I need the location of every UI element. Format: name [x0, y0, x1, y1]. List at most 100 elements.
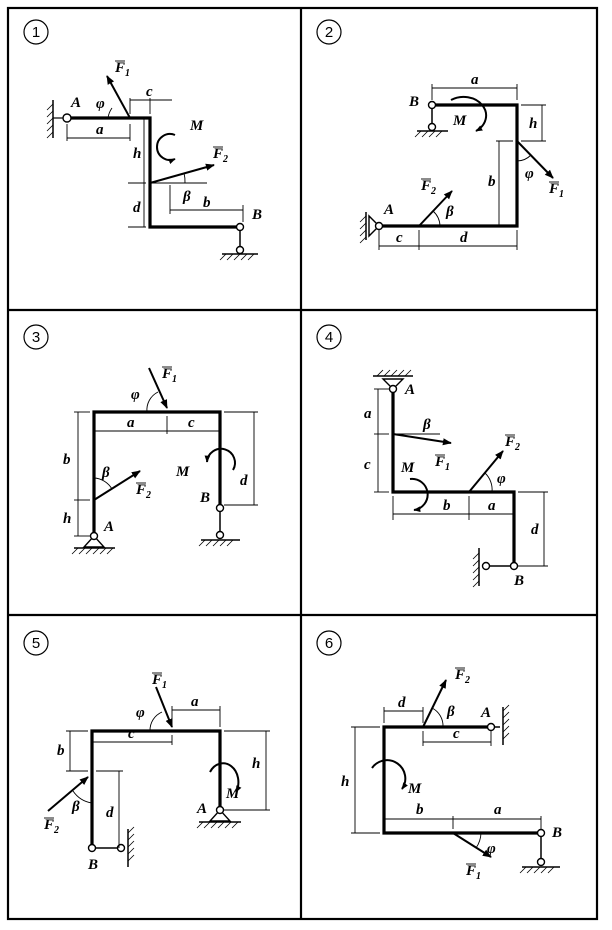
dim-b: b: [203, 195, 211, 211]
dim-d: d: [106, 805, 114, 821]
force-f1-arrow: [516, 140, 554, 179]
dim-a: a: [471, 72, 479, 88]
dim-a2: a: [488, 498, 496, 514]
force-f1-arrow: [106, 75, 131, 119]
force-f2-arrow: [422, 679, 447, 728]
pin-support-b-icon: [87, 826, 135, 867]
panel-3: 3 A B: [23, 324, 258, 555]
label-b: B: [199, 490, 210, 506]
dim-b: b: [416, 802, 424, 818]
label-f2: F2: [43, 817, 59, 836]
dim-d: d: [460, 230, 468, 246]
frame-beam: [391, 389, 516, 566]
label-f1: F1: [465, 863, 481, 882]
angle-phi: φ: [96, 96, 105, 112]
label-a: A: [196, 801, 207, 817]
pin-support-b-icon: [414, 100, 448, 138]
pin-support-b-icon: [472, 548, 519, 588]
pin-support-a-icon: [71, 531, 115, 555]
moment-m-arrow: [156, 133, 176, 164]
angle-phi: φ: [136, 705, 145, 721]
label-b: B: [551, 825, 562, 841]
label-a: A: [404, 382, 415, 398]
label-f1: F1: [434, 454, 450, 473]
label-m: M: [400, 460, 415, 476]
pin-a-icon: [62, 113, 72, 123]
panel-number-5: 5: [32, 635, 40, 652]
label-m: M: [175, 464, 190, 480]
dim-c: c: [128, 726, 135, 742]
angle-phi: φ: [497, 471, 506, 487]
dim-d: d: [240, 473, 248, 489]
label-b: B: [408, 94, 419, 110]
panel-number-3: 3: [32, 329, 40, 346]
label-f1: F1: [151, 672, 167, 691]
label-f2: F2: [212, 146, 228, 165]
label-a: A: [383, 202, 394, 218]
panel-5: 5 B A: [23, 630, 270, 873]
panel-2: 2 B A a: [316, 19, 564, 250]
moment-m-arrow: [450, 95, 488, 132]
panel-1: 1 F1 φ A: [23, 19, 262, 261]
pin-support-a-icon: [196, 805, 241, 829]
label-m: M: [189, 118, 204, 134]
panel-number-4: 4: [325, 329, 333, 346]
dim-d: d: [398, 695, 406, 711]
angle-beta: β: [71, 799, 80, 815]
label-a: A: [70, 95, 81, 111]
angle-phi: φ: [487, 841, 496, 857]
angle-beta: β: [445, 204, 454, 220]
label-b: B: [87, 857, 98, 873]
label-f1: F1: [548, 181, 564, 200]
frame-beam: [382, 725, 541, 835]
dim-c: c: [364, 457, 371, 473]
force-f1-arrow: [392, 433, 452, 446]
pin-support-a-icon: [359, 212, 384, 244]
label-m: M: [407, 781, 422, 797]
label-m: M: [452, 113, 467, 129]
dim-d: d: [133, 200, 141, 216]
panel-grid: [6, 6, 599, 921]
dim-a: a: [364, 406, 372, 422]
label-f1: F1: [161, 366, 177, 385]
moment-m-arrow: [209, 762, 242, 793]
label-f2: F2: [135, 482, 151, 501]
panel-number-6: 6: [325, 635, 333, 652]
force-f1-arrow: [148, 367, 168, 409]
dim-a: a: [494, 802, 502, 818]
pin-support-a-icon: [373, 369, 413, 394]
dim-c: c: [146, 84, 153, 100]
label-a: A: [480, 705, 491, 721]
dim-c: c: [396, 230, 403, 246]
label-f2: F2: [454, 667, 470, 686]
force-f2-arrow: [47, 776, 89, 812]
dim-h: h: [252, 756, 260, 772]
angle-phi: φ: [131, 387, 140, 403]
label-a: A: [103, 519, 114, 535]
frame-beam: [90, 729, 222, 848]
dim-h: h: [63, 511, 71, 527]
dim-h: h: [529, 116, 537, 132]
label-f2: F2: [504, 434, 520, 453]
panel-6: 6 A B d: [316, 630, 562, 882]
label-b: B: [251, 207, 262, 223]
dim-a: a: [96, 122, 104, 138]
dim-a: a: [191, 694, 199, 710]
dim-h: h: [133, 146, 141, 162]
force-f1-arrow: [452, 832, 492, 858]
pin-support-a-icon: [486, 704, 510, 745]
dim-c: c: [188, 415, 195, 431]
angle-beta: β: [182, 189, 191, 205]
dim-d: d: [531, 522, 539, 538]
dim-b: b: [443, 498, 451, 514]
panel-4: 4 A B a: [316, 324, 548, 589]
pin-support-b-icon: [219, 222, 258, 261]
pin-support-b-icon: [519, 828, 560, 874]
dim-a: a: [127, 415, 135, 431]
moment-m-arrow: [371, 759, 408, 790]
force-f1-arrow: [155, 686, 173, 728]
force-f2-arrow: [93, 470, 141, 501]
moment-m-arrow: [409, 477, 429, 512]
moment-m-arrow: [204, 447, 236, 471]
